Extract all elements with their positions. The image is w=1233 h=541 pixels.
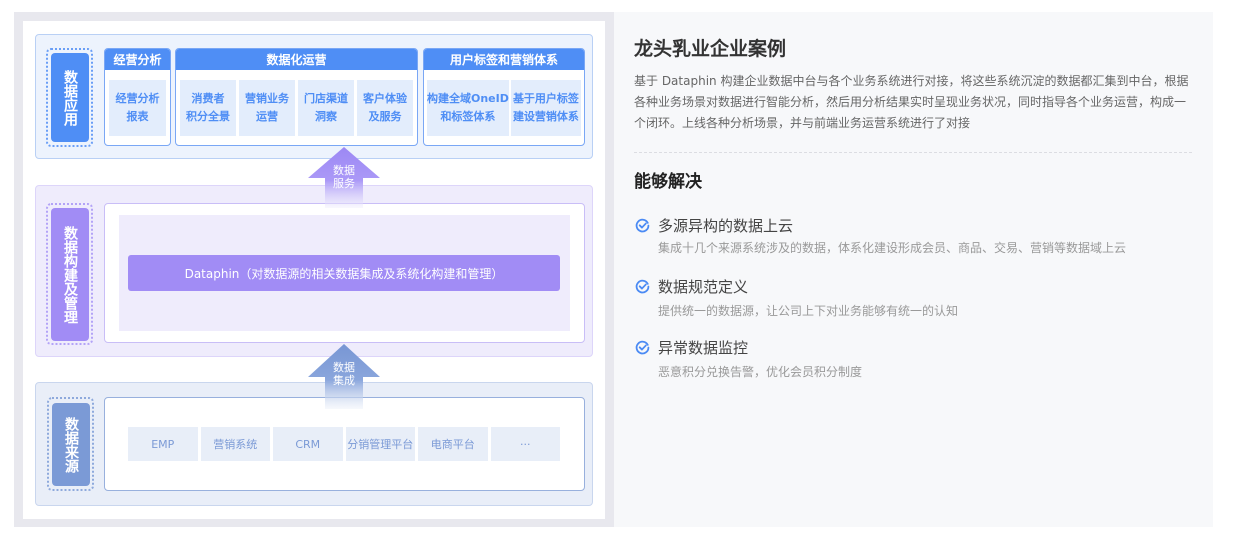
solution-title: 多源异构的数据上云 bbox=[658, 217, 794, 235]
source-item-ecommerce: 电商平台 bbox=[418, 427, 488, 461]
solution-item: 异常数据监控 恶意积分兑换告警，优化会员积分制度 bbox=[635, 339, 1195, 384]
app-cell: 客户体验 及服务 bbox=[357, 80, 413, 136]
group-title: 用户标签和营销体系 bbox=[424, 49, 584, 70]
source-item-more: ··· bbox=[490, 427, 560, 461]
source-item-marketing: 营销系统 bbox=[200, 427, 270, 461]
case-description: 基于 Dataphin 构建企业数据中台与各个业务系统进行对接，将这些系统沉淀的… bbox=[634, 74, 1189, 130]
solution-title: 数据规范定义 bbox=[658, 278, 749, 296]
divider bbox=[634, 152, 1192, 153]
group-digital-operations: 数据化运营 消费者 积分全景 营销业务 运营 门店渠道 洞察 客户体验 及服务 bbox=[175, 48, 418, 146]
arrow-integration-label: 数据 集成 bbox=[333, 361, 355, 387]
app-label-dotted-frame bbox=[46, 48, 93, 147]
case-panel bbox=[614, 12, 1213, 527]
arrow-up-icon bbox=[308, 147, 380, 208]
app-cell: 构建全域OneID 和标签体系 bbox=[427, 80, 509, 136]
source-item-crm: CRM bbox=[273, 427, 343, 461]
case-title: 龙头乳业企业案例 bbox=[634, 38, 787, 60]
group-business-analysis: 经营分析 经营分析 报表 bbox=[104, 48, 171, 146]
source-layer-label: 数据来源 bbox=[52, 403, 90, 486]
app-cell: 基于用户标签 建设营销体系 bbox=[510, 80, 581, 136]
solution-desc: 提供统一的数据源，让公司上下对业务能够有统一的认知 bbox=[658, 304, 959, 318]
build-label-dotted-frame bbox=[46, 203, 93, 345]
solution-item: 多源异构的数据上云 集成十几个来源系统涉及的数据，体系化建设形成会员、商品、交易… bbox=[635, 217, 1195, 262]
source-item-emp: EMP bbox=[128, 427, 198, 461]
arrow-up-icon bbox=[308, 344, 380, 409]
solve-heading: 能够解决 bbox=[634, 172, 702, 192]
solution-item: 数据规范定义 提供统一的数据源，让公司上下对业务能够有统一的认知 bbox=[635, 278, 1195, 323]
group-title: 经营分析 bbox=[105, 49, 170, 70]
check-circle-icon bbox=[635, 279, 650, 294]
app-layer-label: 数据应用 bbox=[51, 53, 89, 142]
check-circle-icon bbox=[635, 218, 650, 233]
solution-desc: 恶意积分兑换告警，优化会员积分制度 bbox=[658, 365, 863, 379]
group-title: 数据化运营 bbox=[176, 49, 417, 70]
source-label-dotted-frame bbox=[47, 397, 94, 491]
app-cell: 经营分析 报表 bbox=[109, 80, 166, 136]
solution-title: 异常数据监控 bbox=[658, 339, 749, 357]
group-user-tags-marketing: 用户标签和营销体系 构建全域OneID 和标签体系 基于用户标签 建设营销体系 bbox=[423, 48, 585, 146]
source-item-distribution: 分销管理平台 bbox=[345, 427, 415, 461]
solution-desc: 集成十几个来源系统涉及的数据，体系化建设形成会员、商品、交易、营销等数据域上云 bbox=[658, 241, 1127, 255]
source-list: EMP 营销系统 CRM 分销管理平台 电商平台 ··· bbox=[128, 427, 560, 461]
check-circle-icon bbox=[635, 340, 650, 355]
app-cell: 门店渠道 洞察 bbox=[298, 80, 354, 136]
build-layer-label: 数据构建及管理 bbox=[51, 208, 89, 341]
dataphin-bar: Dataphin（对数据源的相关数据集成及系统化构建和管理） bbox=[128, 255, 560, 291]
app-cell: 消费者 积分全景 bbox=[180, 80, 236, 136]
arrow-service-label: 数据 服务 bbox=[333, 164, 355, 190]
app-cell: 营销业务 运营 bbox=[239, 80, 295, 136]
